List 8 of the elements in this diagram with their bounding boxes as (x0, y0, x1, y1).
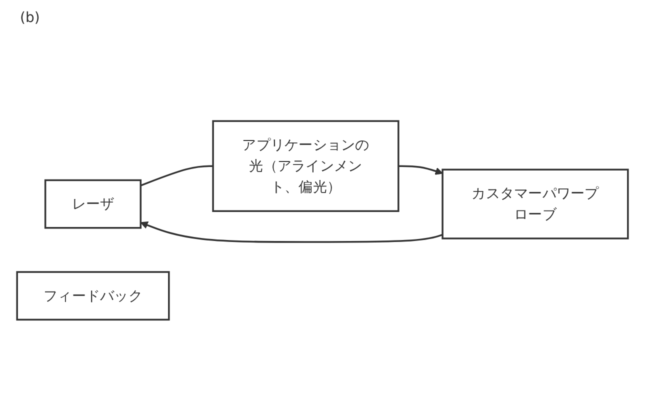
node-box: アプリケーションの光（アラインメント、偏光） (212, 120, 400, 212)
panel-label: (b) (20, 10, 40, 26)
node-box: カスタマーパワープローブ (442, 168, 629, 239)
arrow (140, 221, 443, 242)
arrow (398, 164, 443, 174)
connector (140, 164, 214, 186)
node-box: レーザ (44, 178, 142, 228)
node-box: フィードバック (16, 270, 170, 320)
